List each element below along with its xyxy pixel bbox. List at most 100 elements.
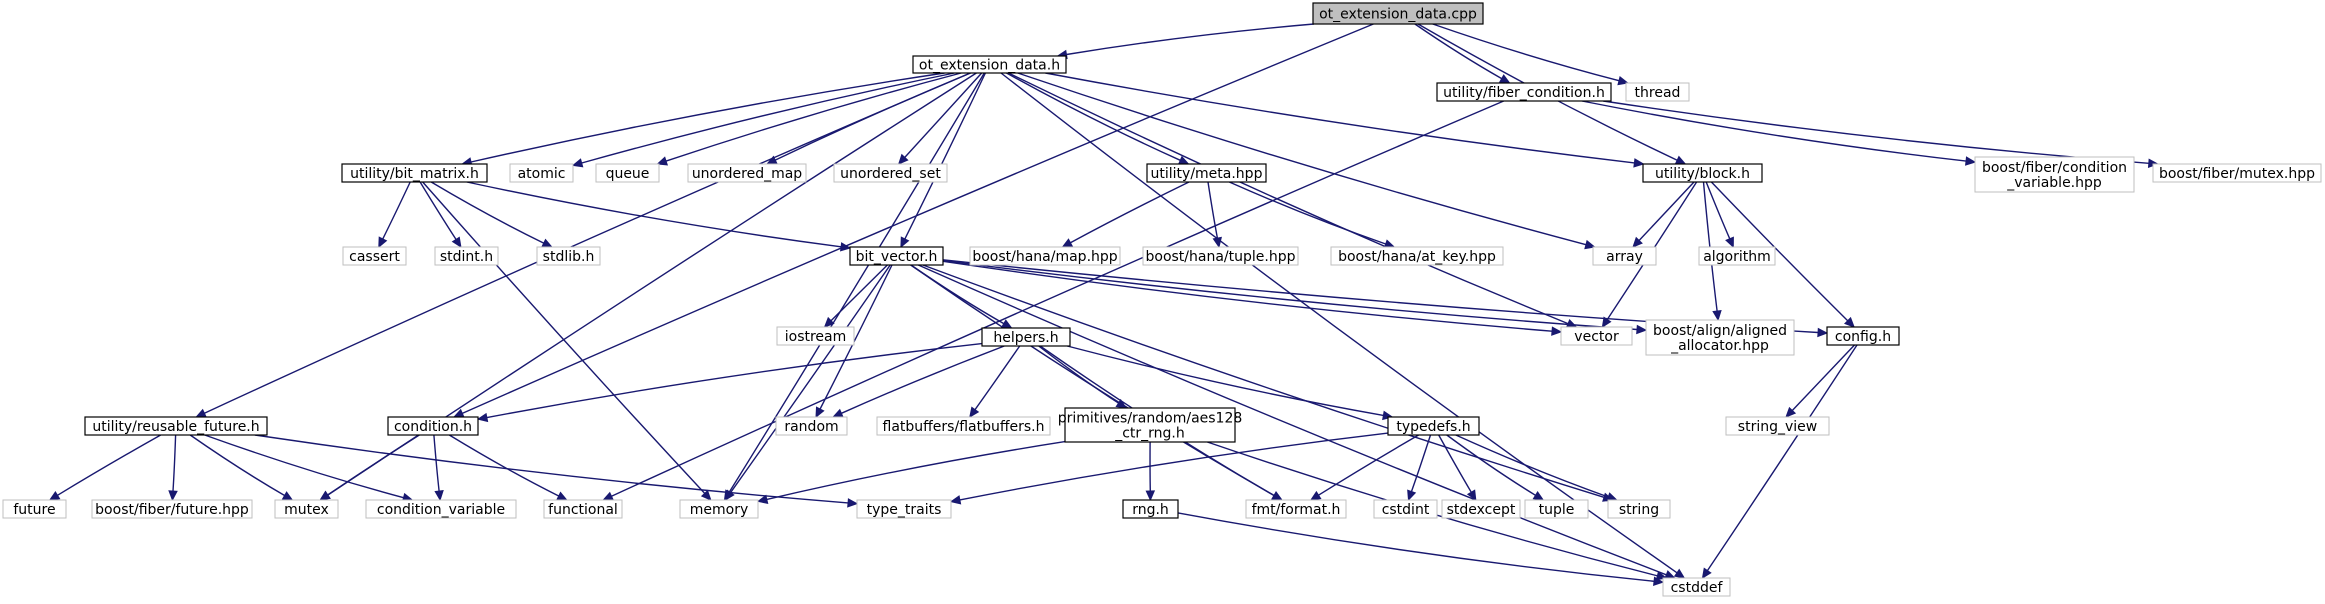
node-future: future <box>2 499 67 519</box>
node-label: stdint.h <box>440 249 493 265</box>
node-aes[interactable]: primitives/random/aes128_ctr_rng.h <box>1058 407 1243 443</box>
node-label: _variable.hpp <box>2006 175 2102 191</box>
node-box <box>1436 82 1612 102</box>
node-box <box>1826 326 1900 346</box>
node-box <box>387 416 479 436</box>
node-box <box>1146 163 1267 183</box>
node-box <box>1330 246 1504 266</box>
arrow-head-icon <box>1271 491 1283 501</box>
edge-meta-to-hana_tuple <box>1207 181 1222 249</box>
node-ot_h[interactable]: ot_extension_data.h <box>912 55 1067 74</box>
node-root[interactable]: ot_extension_data.cpp <box>1312 2 1484 25</box>
node-label: vector <box>1574 329 1619 345</box>
node-label: atomic <box>518 166 566 182</box>
node-label: future <box>13 502 55 518</box>
arrow-head-icon <box>168 490 178 502</box>
arrow-head-icon <box>1145 490 1156 502</box>
node-label: cstdint <box>1382 502 1430 518</box>
node-box <box>365 499 517 519</box>
node-rng[interactable]: rng.h <box>1122 499 1179 519</box>
node-box <box>1064 407 1236 443</box>
node-label: random <box>784 419 838 435</box>
edge-bit_vector-to-fmt <box>910 264 1283 501</box>
edge-line <box>665 72 962 162</box>
node-fiber_cond[interactable]: utility/fiber_condition.h <box>1436 82 1612 102</box>
node-box <box>876 416 1051 436</box>
node-label: array <box>1606 249 1643 265</box>
node-box <box>1387 416 1480 436</box>
node-condition[interactable]: condition.h <box>387 416 479 436</box>
edge-helpers-to-condition <box>476 342 983 423</box>
edge-root-to-fiber_cond <box>1414 23 1511 84</box>
edge-line <box>1017 72 1587 246</box>
edge-line <box>189 434 285 497</box>
node-label: condition.h <box>394 419 472 435</box>
arrow-head-icon <box>602 491 614 501</box>
edge-line <box>1008 72 1569 325</box>
node-helpers[interactable]: helpers.h <box>981 327 1071 347</box>
node-meta[interactable]: utility/meta.hpp <box>1146 163 1267 183</box>
node-label: stdlib.h <box>543 249 595 265</box>
node-label: functional <box>548 502 618 518</box>
node-label: type_traits <box>867 502 942 518</box>
arrow-head-icon <box>1725 236 1734 249</box>
node-box <box>91 499 253 519</box>
node-box <box>687 163 807 183</box>
edge-line <box>470 72 945 163</box>
edge-line <box>904 72 987 240</box>
edge-line <box>1410 434 1432 492</box>
node-label: helpers.h <box>993 330 1058 346</box>
edge-meta-to-hana_map <box>1061 181 1190 248</box>
edge-bit_matrix-to-stdlib <box>430 181 553 248</box>
node-type_traits: type_traits <box>856 499 952 519</box>
arrow-head-icon <box>1701 567 1712 580</box>
arrow-head-icon <box>1115 398 1128 409</box>
node-box <box>849 246 944 266</box>
edge-line <box>1581 100 1967 162</box>
edge-line <box>1603 100 2149 164</box>
arrow-head-icon <box>195 408 207 418</box>
edge-ot_h-to-queue <box>656 72 962 166</box>
edge-line <box>204 72 971 414</box>
edge-typedefs-to-type_traits <box>949 432 1389 505</box>
arrow-head-icon <box>1817 327 1829 338</box>
node-config[interactable]: config.h <box>1826 326 1900 346</box>
node-box <box>1373 499 1438 519</box>
edge-line <box>611 100 1504 497</box>
edge-typedefs-to-tuple <box>1446 434 1545 501</box>
edge-line <box>766 440 1066 501</box>
node-typedefs[interactable]: typedefs.h <box>1387 416 1480 436</box>
node-random: random <box>775 416 848 436</box>
edge-line <box>974 345 1021 411</box>
edge-line <box>1066 23 1314 56</box>
node-bit_matrix[interactable]: utility/bit_matrix.h <box>341 163 488 183</box>
node-label: memory <box>690 502 749 518</box>
node-reusable[interactable]: utility/reusable_future.h <box>84 416 268 436</box>
node-mutex: mutex <box>274 499 339 519</box>
node-label: utility/fiber_condition.h <box>1443 85 1605 101</box>
edge-line <box>922 264 1605 498</box>
edge-ot_h-to-unordered_set <box>897 72 983 165</box>
node-bit_vector[interactable]: bit_vector.h <box>849 246 944 266</box>
arrow-head-icon <box>823 316 835 328</box>
node-functional: functional <box>543 499 623 519</box>
node-block[interactable]: utility/block.h <box>1642 163 1763 183</box>
arrow-head-icon <box>832 408 844 418</box>
node-aligned: boost/align/aligned_allocator.hpp <box>1645 319 1795 356</box>
edge-line <box>1070 181 1190 244</box>
edge-condition-to-mutex <box>319 434 420 501</box>
edge-line <box>819 264 893 410</box>
edge-ot_h-to-bit_vector <box>900 72 987 249</box>
node-label: stdexcept <box>1447 502 1516 518</box>
node-label: _allocator.hpp <box>1670 338 1769 354</box>
edge-fiber_cond-to-boost_cond <box>1581 100 1977 166</box>
node-label: _ctr_rng.h <box>1114 426 1185 442</box>
node-label: cassert <box>349 249 400 265</box>
edge-bit_matrix-to-bit_vector <box>466 181 852 252</box>
edge-helpers-to-aes <box>1038 345 1128 409</box>
edge-line <box>1229 181 1386 245</box>
edge-line <box>1791 344 1856 411</box>
arrow-head-icon <box>700 489 712 501</box>
edge-ot_h-to-array <box>1017 72 1596 250</box>
edge-line <box>466 181 842 248</box>
